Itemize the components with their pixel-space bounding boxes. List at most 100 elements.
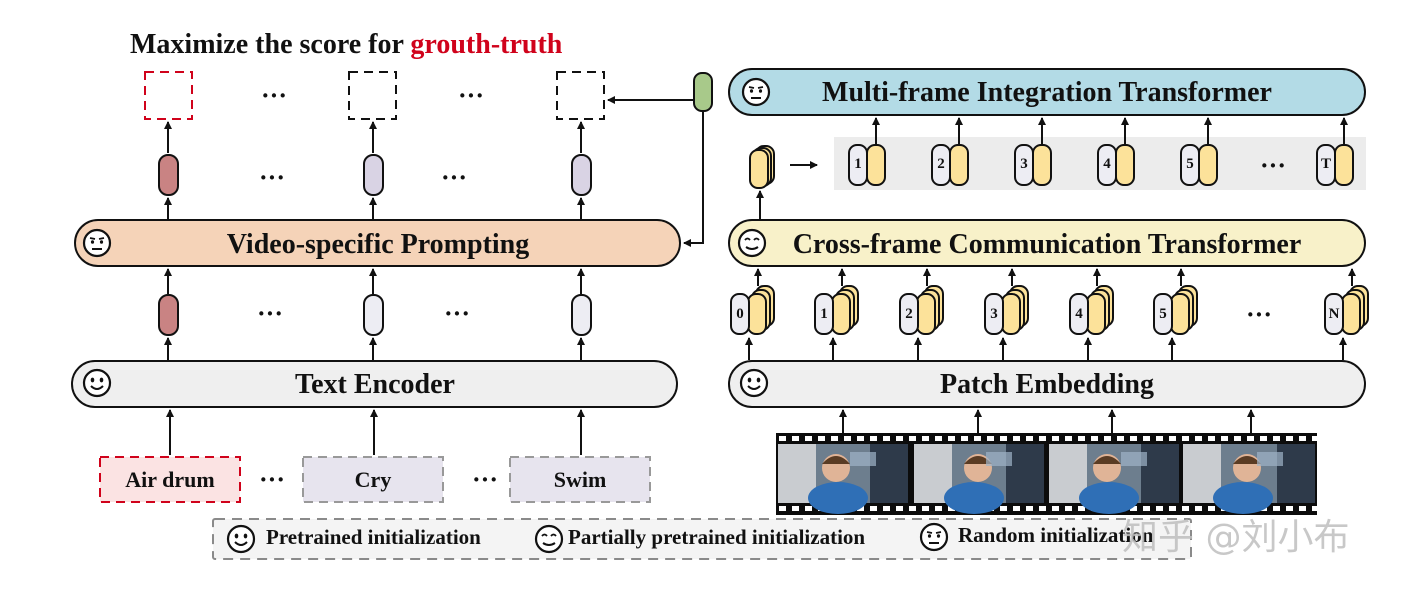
frame-token-pair: 2 [931, 117, 969, 186]
class-label-box [302, 456, 444, 503]
multi-frame-integration-transformer-label: Multi-frame Integration Transformer [822, 77, 1272, 108]
patch-token-stack: 3 [984, 268, 1029, 360]
frame-feature-token [1032, 144, 1052, 186]
ellipsis: ··· [259, 163, 285, 192]
patch-token-group: 0 1 2 3 4 5 N [730, 268, 1369, 360]
patch-index-label: 2 [905, 306, 913, 322]
ellipsis: ··· [1246, 300, 1272, 329]
ellipsis: ··· [444, 299, 470, 328]
cross-frame-communication-transformer-label: Cross-frame Communication Transformer [793, 229, 1302, 260]
cross-frame-communication-transformer-module [728, 219, 1366, 267]
video-frame [778, 444, 908, 514]
score-box [348, 71, 397, 120]
ellipsis: ··· [458, 81, 484, 110]
multi-frame-integration-transformer-module [728, 68, 1366, 116]
partial-init-icon [737, 228, 767, 258]
legend-random: Random initialization [958, 523, 1154, 547]
title-text: Maximize the score for grouth-truth [130, 29, 563, 60]
class-label-box-groundtruth [99, 456, 241, 503]
class-label: Air drum [125, 467, 214, 492]
video-frame [1049, 444, 1179, 514]
patch-feature-token [1170, 293, 1190, 335]
ellipsis: ··· [472, 465, 498, 494]
arrow [683, 111, 704, 247]
patch-embedding-module [728, 360, 1366, 408]
ellipsis: ··· [441, 163, 467, 192]
patch-index-token [984, 293, 1004, 335]
patch-feature-token [831, 293, 851, 335]
legend-box [212, 518, 1192, 560]
video-frame [1183, 444, 1315, 514]
video-feature-token [693, 72, 713, 112]
stacked-token [749, 149, 769, 189]
patch-token-stack: 2 [899, 268, 944, 360]
patch-index-token [1069, 293, 1089, 335]
patch-index-label: 0 [736, 306, 744, 322]
class-label-box [509, 456, 651, 503]
patch-feature-token [1001, 293, 1021, 335]
text-token [363, 154, 384, 196]
legend-pretrained: Pretrained initialization [266, 525, 481, 549]
patch-feature-token [1086, 293, 1106, 335]
patch-token-stack: N [1324, 268, 1369, 360]
score-box [556, 71, 605, 120]
pretrained-init-icon [82, 368, 112, 398]
video-specific-prompting-label: Video-specific Prompting [227, 229, 530, 260]
patch-feature-token [916, 293, 936, 335]
frame-feature-token [1198, 144, 1218, 186]
frame-index-label: T [1321, 156, 1331, 172]
patch-index-label: 3 [990, 306, 998, 322]
patch-token-stack: 5 [1153, 268, 1198, 360]
video-frame-strip [776, 433, 1319, 515]
frame-feature-token [866, 144, 886, 186]
frame-index-label: 4 [1103, 156, 1111, 172]
score-box-groundtruth [144, 71, 193, 120]
frame-index-label: 5 [1186, 156, 1194, 172]
frame-token-pair: 5 [1180, 117, 1218, 186]
patch-embedding-label: Patch Embedding [940, 369, 1154, 400]
random-init-icon [741, 77, 771, 107]
text-feature [571, 294, 592, 336]
pretrained-init-icon [226, 524, 256, 554]
patch-index-token [730, 293, 750, 335]
patch-index-token [1153, 293, 1173, 335]
partial-init-icon [534, 524, 564, 554]
frame-token-pair: T [1316, 117, 1354, 186]
patch-token-stack: 4 [1069, 268, 1114, 360]
frame-token-group: 1 2 3 4 5 T [848, 117, 1354, 186]
ellipsis: ··· [257, 299, 283, 328]
patch-token-stack: 0 [730, 268, 775, 360]
frame-index-label: 3 [1020, 156, 1028, 172]
frame-index-label: 1 [854, 156, 862, 172]
frame-feature-token [1334, 144, 1354, 186]
patch-index-label: N [1329, 306, 1340, 322]
class-label: Cry [355, 467, 392, 492]
video-specific-prompting-module [74, 219, 681, 267]
patch-index-token [899, 293, 919, 335]
random-init-icon [919, 522, 949, 552]
class-label: Swim [554, 467, 607, 492]
pretrained-init-icon [739, 368, 769, 398]
patch-index-label: 1 [820, 306, 828, 322]
text-feature [363, 294, 384, 336]
patch-feature-token [1341, 293, 1361, 335]
patch-index-label: 4 [1075, 306, 1083, 322]
patch-index-token [1324, 293, 1344, 335]
text-feature-groundtruth [158, 294, 179, 336]
frame-index-label: 2 [937, 156, 945, 172]
ellipsis: ··· [261, 81, 287, 110]
frame-token-pair: 3 [1014, 117, 1052, 186]
video-frame [914, 444, 1044, 514]
frame-token-pair: 1 [848, 117, 886, 186]
patch-token-stack: 1 [814, 268, 859, 360]
text-encoder-label: Text Encoder [295, 369, 455, 400]
text-token-groundtruth [158, 154, 179, 196]
ellipsis: ··· [259, 465, 285, 494]
frame-feature-token [949, 144, 969, 186]
title-highlight: grouth-truth [410, 29, 562, 60]
ellipsis: ··· [1260, 151, 1286, 180]
legend-partial: Partially pretrained initialization [568, 525, 865, 549]
frame-token-pair: 4 [1097, 117, 1135, 186]
random-init-icon [82, 228, 112, 258]
